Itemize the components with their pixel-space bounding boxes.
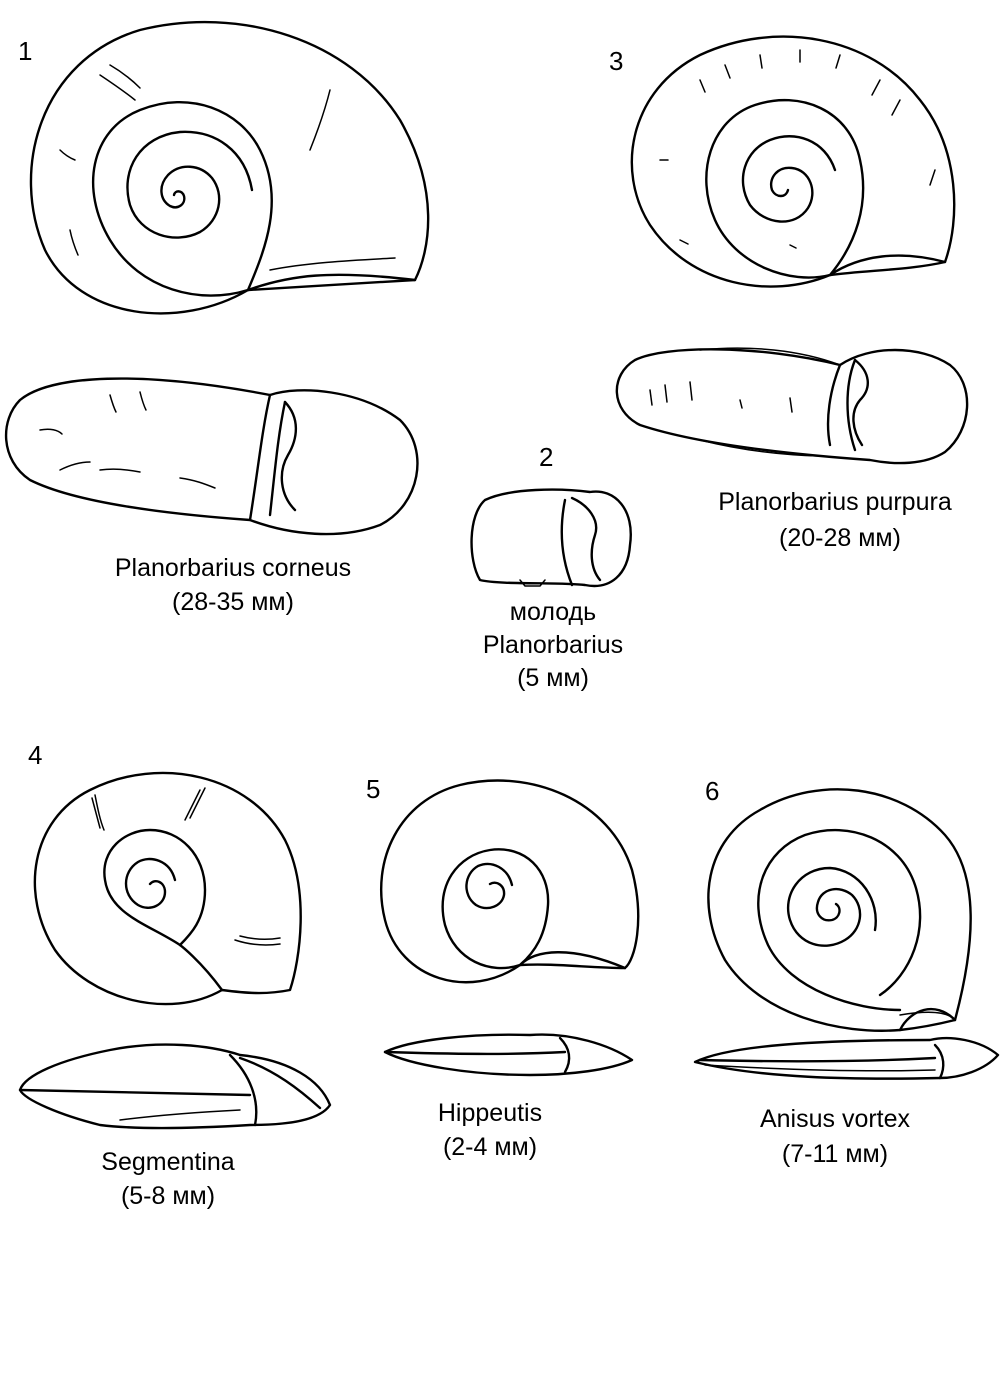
shell-5-side-view xyxy=(383,1033,634,1077)
shell-6-top-view xyxy=(707,788,972,1032)
shell-4-side-view xyxy=(18,1043,332,1130)
specimen-name-2: Planorbarius xyxy=(482,631,624,659)
shell-3-top-view xyxy=(630,35,956,288)
shell-3-side-view xyxy=(615,347,969,465)
shell-4-top-view xyxy=(33,771,302,1006)
shell-6-side-view xyxy=(693,1036,1000,1080)
specimen-size-5: (2-4 мм) xyxy=(442,1133,538,1161)
specimen-size-3: (20-28 мм) xyxy=(779,524,901,552)
specimen-number-4: 4 xyxy=(28,740,43,770)
shell-1-side-view xyxy=(4,377,419,536)
specimen-size-4: (5-8 мм) xyxy=(120,1182,216,1210)
specimen-prefix-2: молодь xyxy=(509,598,597,626)
specimen-number-6: 6 xyxy=(705,776,720,806)
specimen-number-2: 2 xyxy=(539,442,554,472)
specimen-size-6: (7-11 мм) xyxy=(781,1140,889,1168)
shell-5-top-view xyxy=(380,779,640,984)
specimen-number-1: 1 xyxy=(18,36,33,66)
shell-1-top-view xyxy=(29,20,430,315)
specimen-name-1: Planorbarius corneus xyxy=(114,554,352,582)
specimen-number-3: 3 xyxy=(609,46,624,76)
specimen-size-2: (5 мм) xyxy=(517,664,589,692)
specimen-name-6: Anisus vortex xyxy=(759,1105,911,1133)
specimen-name-4: Segmentina xyxy=(101,1148,235,1176)
specimen-size-1: (28-35 мм) xyxy=(172,588,294,616)
shell-2-side-view xyxy=(470,488,632,588)
specimen-name-5: Hippeutis xyxy=(437,1099,543,1127)
specimen-name-3: Planorbarius purpura xyxy=(718,488,952,516)
specimen-number-5: 5 xyxy=(366,774,381,804)
